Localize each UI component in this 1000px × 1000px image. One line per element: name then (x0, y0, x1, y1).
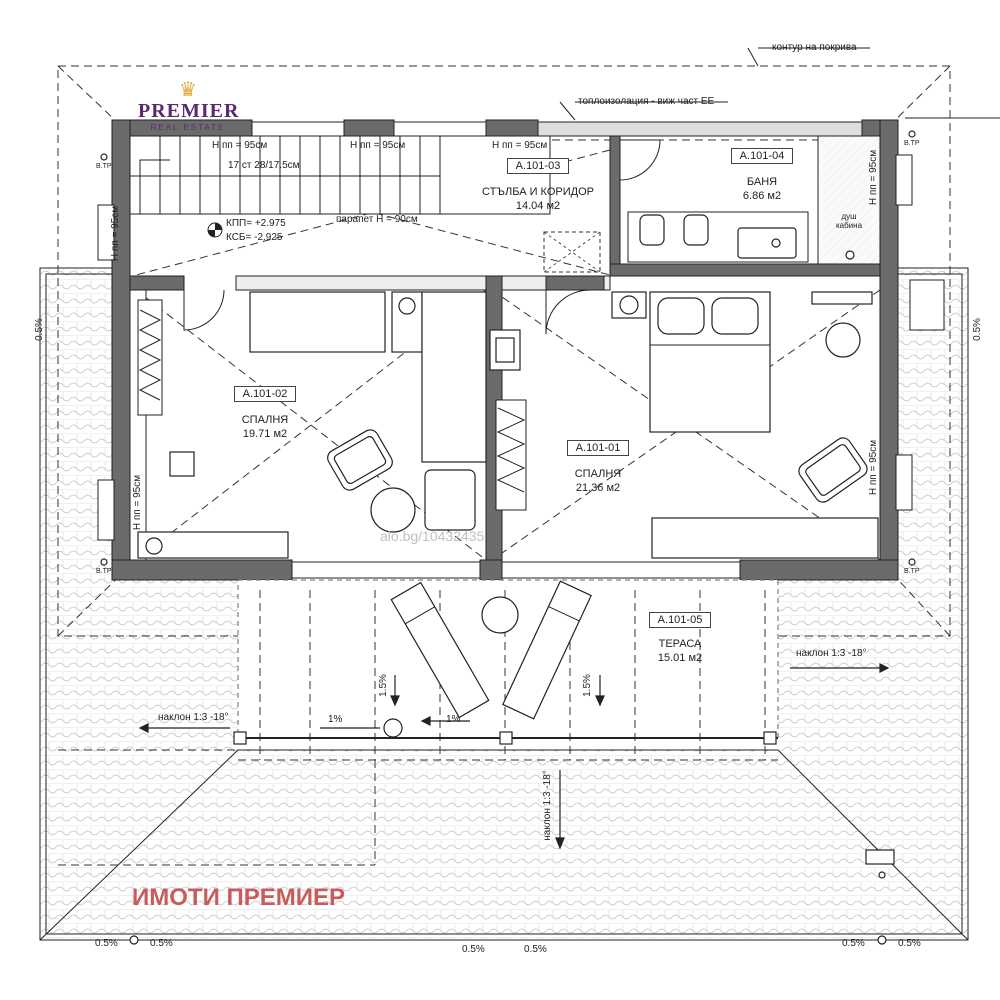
room-area: 15.01 м2 (657, 652, 703, 664)
room-label-bathroom: A.101-04 БАНЯ 6.86 м2 (712, 148, 812, 202)
room-code: A.101-04 (730, 148, 794, 164)
slope-label: 1% (446, 714, 461, 725)
slope-label: 1% (328, 714, 343, 725)
room-area: 14.04 м2 (515, 200, 561, 212)
watermark-agency: ИМОТИ ПРЕМИЕР (132, 884, 346, 911)
room-code: A.101-05 (648, 612, 712, 628)
sill-height-note-vertical: H пп = 95см (868, 439, 880, 496)
watermark-alo: alo.bg/10432435 (380, 528, 485, 544)
room-name: ТЕРАСА (658, 638, 702, 650)
slope-label-vertical: 0.5% (33, 318, 45, 341)
downpipe-label: В.ТР (904, 568, 920, 575)
slope-label: 0.5% (898, 938, 921, 949)
level-marker-icon (207, 222, 223, 238)
room-name: СПАЛНЯ (574, 468, 622, 480)
slope-label: наклон 1:3 -18° (158, 712, 229, 723)
kpp-note: КПП= +2.975 (226, 218, 286, 229)
room-code: A.101-02 (233, 386, 297, 402)
slope-label: наклон 1:3 -18° (796, 648, 867, 659)
slope-arrows (138, 663, 890, 850)
bathroom-fixtures (627, 135, 881, 265)
downpipe-label: В.ТР (96, 568, 112, 575)
stairs-note: 17 ст 28/17.5см (228, 160, 300, 171)
downpipe-label: В.ТР (904, 140, 920, 147)
slope-label-vertical: наклон 1:3 -18° (541, 770, 553, 841)
room-name: СТЪЛБА И КОРИДОР (482, 186, 594, 198)
staircase (129, 135, 601, 273)
drain-icons (100, 130, 945, 945)
roof-outline-note: контур на покрива (772, 42, 857, 53)
bedroom-02-furniture (137, 291, 487, 559)
terrace (58, 579, 779, 866)
slope-label-vertical: 0.5% (971, 318, 983, 341)
insulation-note: топлоизолация - виж част ЕЕ (578, 96, 715, 107)
slope-label: 0.5% (462, 944, 485, 955)
sill-height-note-vertical: H пп = 95см (868, 149, 880, 206)
downpipe-label: В.ТР (96, 163, 112, 170)
room-area: 21.36 м2 (575, 482, 621, 494)
exterior-walls (97, 119, 913, 581)
room-area: 6.86 м2 (742, 190, 782, 202)
ksb-note: КСБ= -2.925 (226, 232, 283, 243)
room-code: A.101-03 (506, 158, 570, 174)
bedroom-01-furniture (489, 291, 879, 559)
slope-label: 0.5% (842, 938, 865, 949)
room-label-bedroom-01: A.101-01 СПАЛНЯ 21.36 м2 (548, 440, 648, 494)
room-label-bedroom-02: A.101-02 СПАЛНЯ 19.71 м2 (215, 386, 315, 440)
slope-label: 0.5% (150, 938, 173, 949)
room-name: СПАЛНЯ (241, 414, 289, 426)
sill-height-note: H пп = 95см (212, 140, 268, 151)
room-area: 19.71 м2 (242, 428, 288, 440)
slope-label: 0.5% (95, 938, 118, 949)
room-code: A.101-01 (566, 440, 630, 456)
brand-logo: ♛ PREMIER REAL ESTATE (138, 80, 238, 132)
parapet-note: парапет H = 90см (336, 214, 418, 225)
sill-height-note: H пп = 95см (492, 140, 548, 151)
slope-label-vertical: 1.5% (377, 674, 389, 697)
slope-label-vertical: 1.5% (581, 674, 593, 697)
slope-label: 0.5% (524, 944, 547, 955)
shower-label: душ кабина (835, 212, 863, 230)
sill-height-note-vertical: H пп = 95см (110, 205, 122, 262)
logo-subtitle: REAL ESTATE (150, 123, 226, 132)
sill-height-note: H пп = 95см (350, 140, 406, 151)
sill-height-note-vertical: H пп = 95см (132, 474, 144, 531)
annotation-leaders (559, 47, 1000, 121)
room-label-terrace: A.101-05 ТЕРАСА 15.01 м2 (630, 612, 730, 664)
room-name: БАНЯ (746, 176, 778, 188)
logo-name: PREMIER (138, 100, 240, 122)
room-label-stair-corridor: A.101-03 СТЪЛБА И КОРИДОР 14.04 м2 (472, 158, 604, 212)
crown-icon: ♛ (179, 79, 197, 101)
